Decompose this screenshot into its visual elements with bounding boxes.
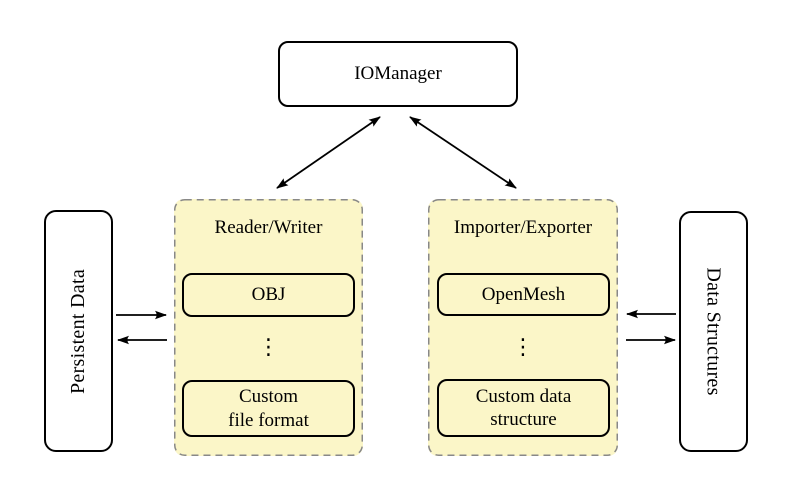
custom-data-structure-node: Custom data structure: [437, 379, 610, 437]
custom-file-format-node: Custom file format: [182, 380, 355, 437]
data-structures-label: Data Structures: [703, 267, 726, 396]
iomanager-label: IOManager: [354, 63, 442, 84]
importer-exporter-container: Importer/Exporter OpenMesh ⋮ Custom data…: [428, 199, 618, 456]
arrow-iomanager-readerwriter: [276, 116, 381, 189]
arrow-iomanager-importerexporter: [409, 116, 517, 189]
custom-file-format-line1: Custom: [238, 386, 299, 408]
custom-file-format-line2: file format: [228, 409, 309, 431]
persistent-data-node: Persistent Data: [44, 210, 113, 452]
custom-data-structure-line1: Custom data: [475, 385, 572, 407]
vertical-ellipsis: ⋮: [257, 334, 280, 360]
data-structures-node: Data Structures: [679, 211, 748, 452]
openmesh-node: OpenMesh: [437, 273, 610, 316]
custom-data-structure-line2: structure: [490, 409, 557, 430]
obj-node: OBJ: [182, 273, 355, 317]
obj-label: OBJ: [251, 284, 286, 306]
reader-writer-title: Reader/Writer: [214, 217, 323, 238]
vertical-ellipsis: ⋮: [512, 334, 534, 360]
reader-writer-container: Reader/Writer OBJ ⋮ Custom file format: [174, 199, 363, 456]
persistent-data-label: Persistent Data: [67, 268, 89, 394]
openmesh-label: OpenMesh: [481, 283, 566, 305]
importer-exporter-title: Importer/Exporter: [453, 217, 593, 238]
iomanager-node: IOManager: [278, 41, 518, 107]
